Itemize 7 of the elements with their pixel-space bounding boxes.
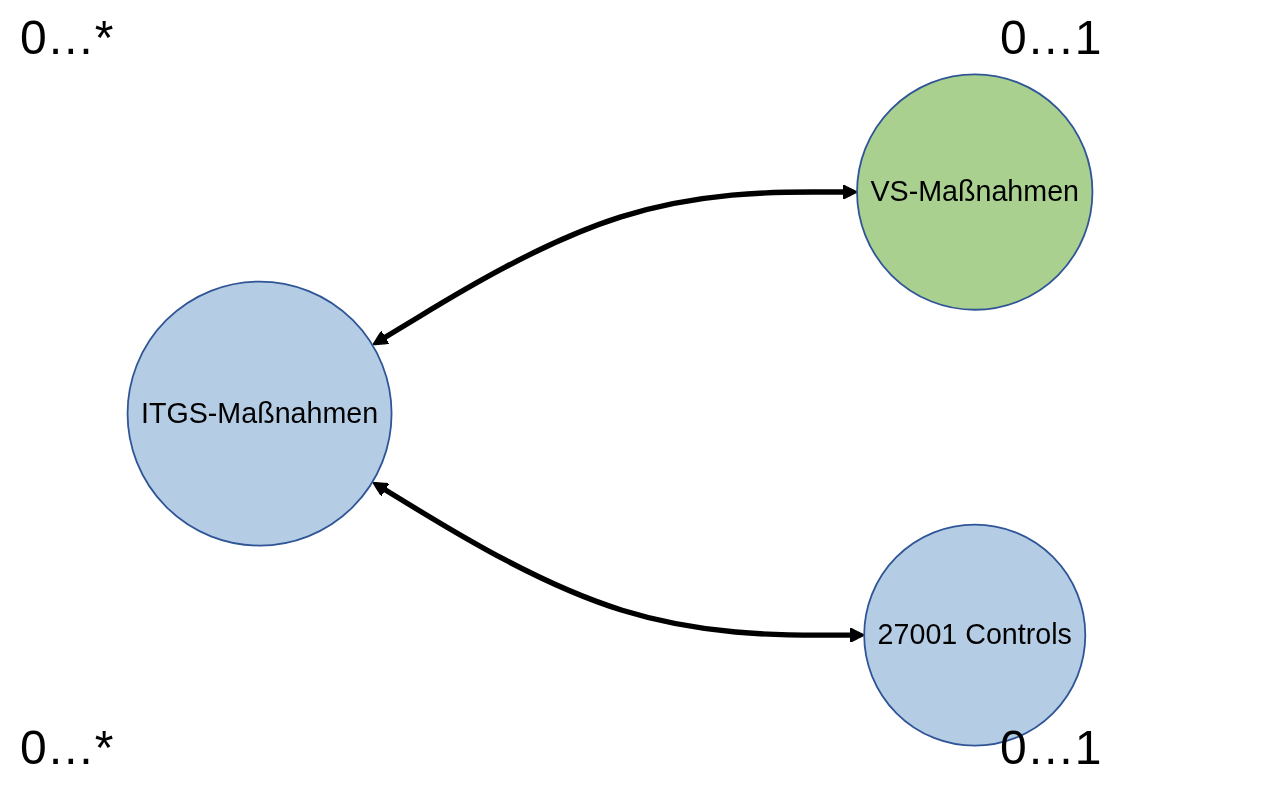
node-circle: ITGS-Maßnahmen (126, 280, 393, 547)
multiplicity-label: 0…* (20, 720, 114, 775)
arrow (372, 184, 858, 346)
node-circle: VS-Maßnahmen (856, 73, 1094, 311)
multiplicity-label: 0…1 (1000, 10, 1102, 65)
arrow (372, 481, 865, 643)
multiplicity-label: 0…* (20, 10, 114, 65)
